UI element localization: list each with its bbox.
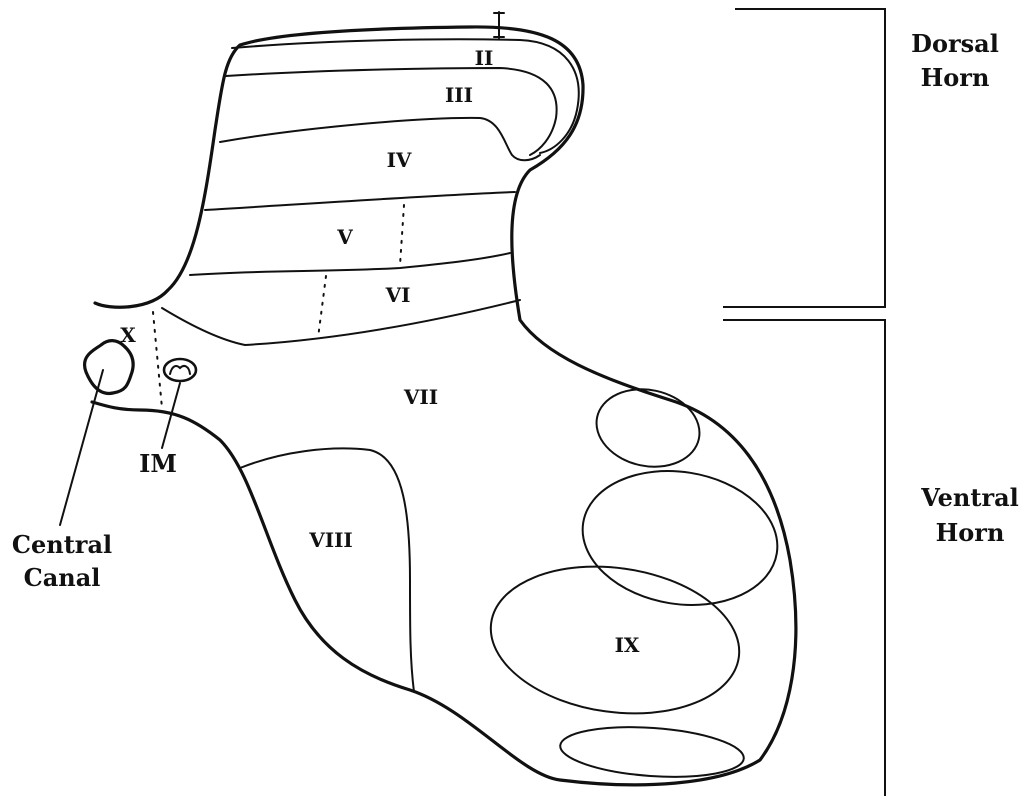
dotted-lamina-vi-medial-lateral bbox=[318, 276, 326, 338]
im-label: IM bbox=[139, 449, 177, 478]
dorsal-horn-label-line1: Dorsal bbox=[911, 29, 999, 58]
im-nucleus-inner bbox=[170, 366, 190, 374]
dotted-lamina-x-boundary bbox=[153, 312, 162, 408]
central-canal bbox=[85, 341, 134, 394]
ventral-horn-label-line1: Ventral bbox=[920, 483, 1019, 512]
lamina-vii-label: VII bbox=[403, 385, 438, 409]
boundary-ii-iii bbox=[226, 68, 557, 155]
dorsal-horn-label-line2: Horn bbox=[921, 63, 990, 92]
ventral-horn-bracket bbox=[723, 320, 885, 796]
gray-matter-outline bbox=[92, 27, 796, 785]
lamina-ix-label: IX bbox=[615, 633, 640, 657]
boundary-i-ii bbox=[232, 39, 579, 153]
boundary-v-vi bbox=[190, 253, 510, 275]
boundary-iii-iv bbox=[220, 118, 540, 160]
ventral-horn-label-line2: Horn bbox=[936, 518, 1005, 547]
dorsal-horn-bracket bbox=[723, 9, 885, 307]
lamina-iv-label: IV bbox=[387, 148, 412, 172]
im-nucleus bbox=[164, 359, 196, 381]
lamina-v-label: V bbox=[336, 225, 353, 249]
dotted-lamina-v-medial-lateral bbox=[400, 205, 404, 265]
motor-pool-bottom bbox=[559, 722, 746, 783]
lamina-viii-boundary bbox=[240, 448, 414, 692]
lamina-viii-label: VIII bbox=[308, 528, 353, 552]
lamina-iii-label: III bbox=[445, 83, 473, 107]
boundary-iv-v bbox=[205, 192, 515, 210]
central-canal-label-line2: Canal bbox=[24, 563, 101, 592]
lamina-ii-label: II bbox=[475, 46, 494, 70]
lamina-vi-label: VI bbox=[385, 283, 411, 307]
lamina-x-label: X bbox=[120, 323, 136, 347]
boundary-vi-vii bbox=[162, 300, 520, 345]
motor-pool-middle bbox=[573, 457, 787, 618]
central-canal-leader-line bbox=[60, 370, 103, 525]
central-canal-label-line1: Central bbox=[12, 530, 112, 559]
